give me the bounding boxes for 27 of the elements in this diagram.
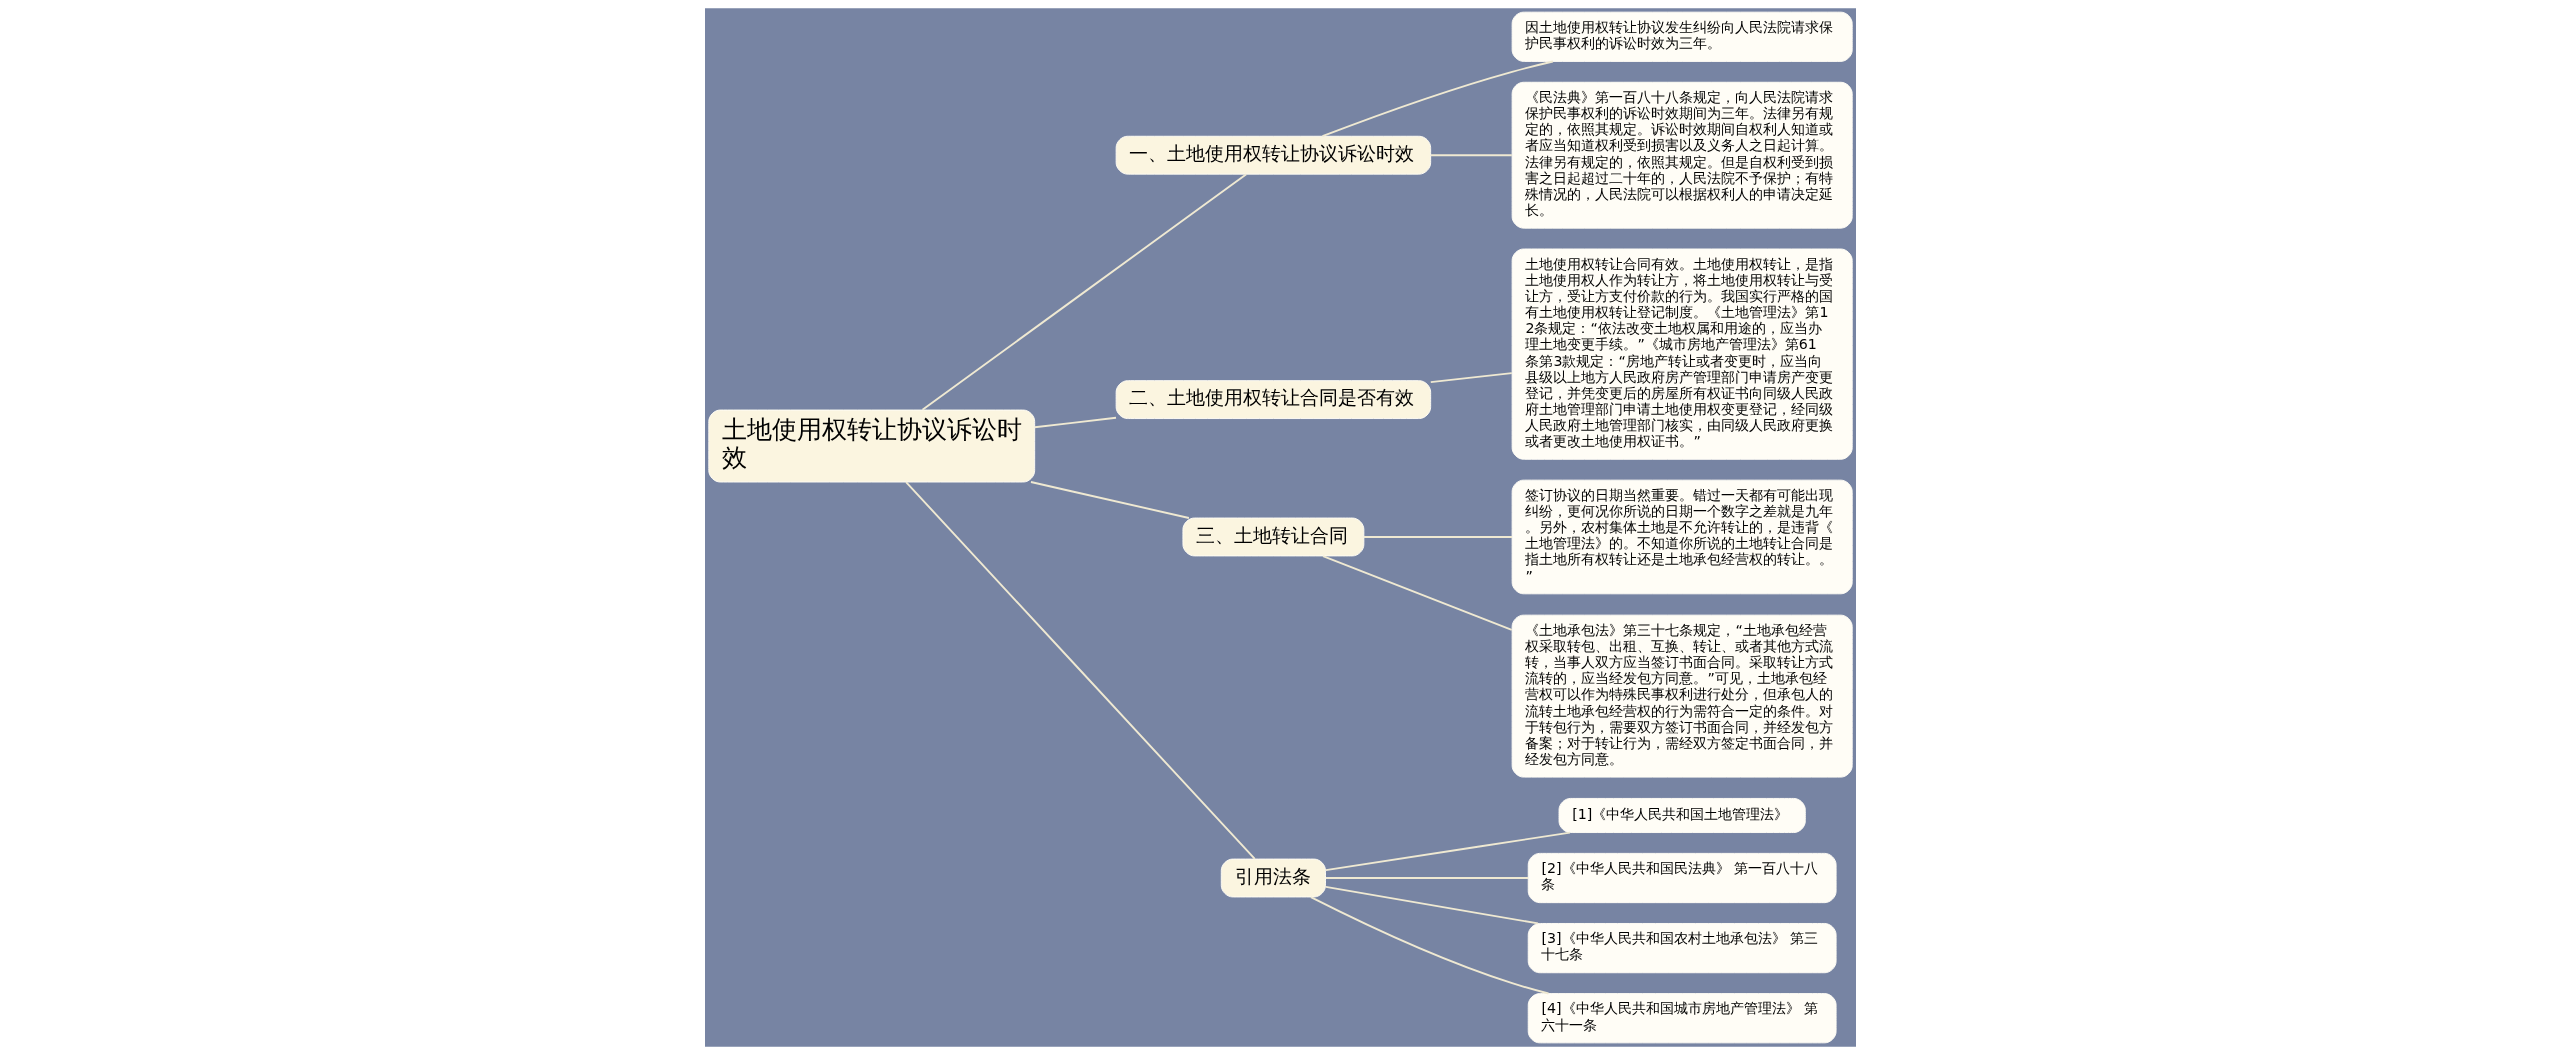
connector (921, 173, 1247, 411)
connector (1429, 372, 1513, 384)
connector (1033, 416, 1117, 429)
connector (904, 481, 1256, 860)
node-box: [2]《中华人民共和国民法典》 第一百八十八条 (1527, 852, 1837, 904)
connector (1029, 481, 1190, 519)
node-box: [1]《中华人民共和国土地管理法》 (1558, 797, 1806, 833)
node-box: 土地使用权转让合同有效。土地使用权转让，是指土地使用权人作为转让方，将土地使用权转让与受让方，受让方支付价款的行为。我国实行严格的国有土地使用权转让登记制度。《土地管理法》第12条规定：“依法改变土地权属和用途的，应当办理土地变更手续。”《城市房地产管理法》第61条第3款规定：“房地产转让或者变更时，应当向县级以上地方人民政府房产管理部门申请房产变更登记，并凭变更后的房屋所有权证书向同级人民政府土地管理部门申请土地使用权变更登记，经同级人民政府土地管理部门核实，由同级人民政府更换或者更改土地使用权证书。” (1511, 248, 1853, 460)
node-box: [4]《中华人民共和国城市房地产管理法》 第六十一条 (1527, 993, 1837, 1044)
connector (1321, 555, 1513, 631)
node-box: 一、土地使用权转让协议诉讼时效 (1115, 135, 1431, 175)
node-box: 签订协议的日期当然重要。错过一天都有可能出现纠纷，更何况你所说的日期一个数字之差就是九年。另外，农村集体土地是不允许转让的，是违背《土地管理法》的。不知道你所说的土地转让合同是指土地所有权转让还是土地承包经营权的转让。。” (1511, 479, 1853, 595)
connector (1429, 154, 1513, 157)
connector (1321, 60, 1554, 138)
node-box: [3]《中华人民共和国农村土地承包法》 第三十七条 (1527, 923, 1837, 974)
connector (1309, 896, 1549, 995)
connector (1324, 885, 1539, 925)
connector (1324, 877, 1529, 879)
node-box: 《土地承包法》第三十七条规定，“土地承包经营权采取转包、出租、互换、转让、或者其他方式流转，当事人双方应当签订书面合同。采取转让方式流转的，应当经发包方同意。”可见，土地承包经营权可以作为特殊民事权利进行处分，但承包人的流转土地承包经营权的行为需符合一定的条件。对于转包行为，需要双方签订书面合同，并经发包方备案；对于转让行为，需经双方签定书面合同，并经发包方同意。 (1511, 614, 1853, 778)
node-box: 土地使用权转让协议诉讼时效 (707, 409, 1035, 483)
node-box: 因土地使用权转让协议发生纠纷向人民法院请求保护民事权利的诉讼时效为三年。 (1511, 11, 1853, 62)
node-box: 二、土地使用权转让合同是否有效 (1115, 380, 1431, 420)
connector (1362, 536, 1513, 538)
connector (1324, 831, 1571, 872)
node-box: 《民法典》第一百八十八条规定，向人民法院请求保护民事权利的诉讼时效期间为三年。法律另有规定的，依照其规定。诉讼时效期间自权利人知道或者应当知道权利受到损害以及义务人之日起计算。法律另有规定的，依照其规定。但是自权利受到损害之日起超过二十年的，人民法院不予保护；有特殊情况的，人民法院可以根据权利人的申请决定延长。 (1511, 81, 1853, 229)
node-box: 引用法条 (1220, 858, 1326, 898)
node-box: 三、土地转让合同 (1181, 517, 1364, 557)
